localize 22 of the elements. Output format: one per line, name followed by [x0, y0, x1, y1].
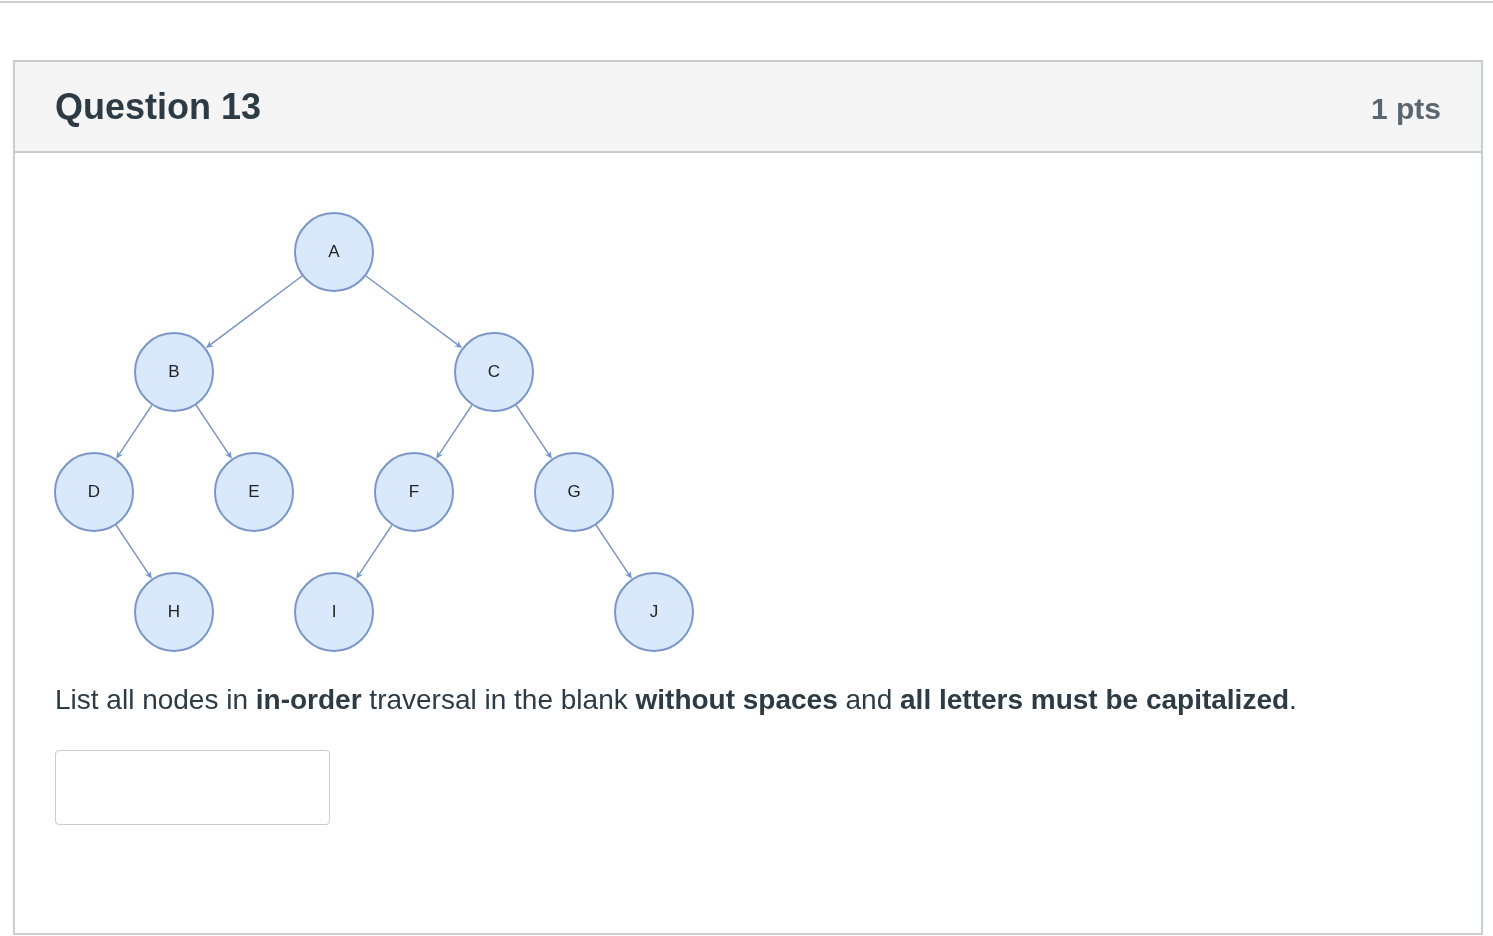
- arrow: [595, 524, 632, 579]
- node-letter: C: [487, 361, 501, 384]
- node-letter: A: [328, 241, 340, 264]
- arrow: [356, 524, 393, 579]
- arrow: [115, 524, 152, 579]
- node-letter: G: [567, 481, 581, 504]
- node-letter: H: [167, 601, 181, 624]
- arrow: [436, 404, 473, 459]
- points-label: 1 pts: [1370, 91, 1441, 127]
- node-letter: D: [87, 481, 101, 504]
- instruction-text: List all nodes in in-order traversal in the blank without spaces and all letters must be capitalized.: [55, 683, 1298, 717]
- node-letter: B: [168, 361, 180, 384]
- arrow: [206, 275, 303, 349]
- arrow: [116, 404, 153, 459]
- arrow: [195, 404, 232, 459]
- arrow: [365, 275, 462, 349]
- node-letter: I: [331, 601, 337, 624]
- node-letter: J: [649, 601, 659, 624]
- node-letter: F: [408, 481, 420, 504]
- question-title: Question 13: [55, 85, 262, 129]
- arrow: [515, 404, 552, 459]
- node-letter: E: [248, 481, 260, 504]
